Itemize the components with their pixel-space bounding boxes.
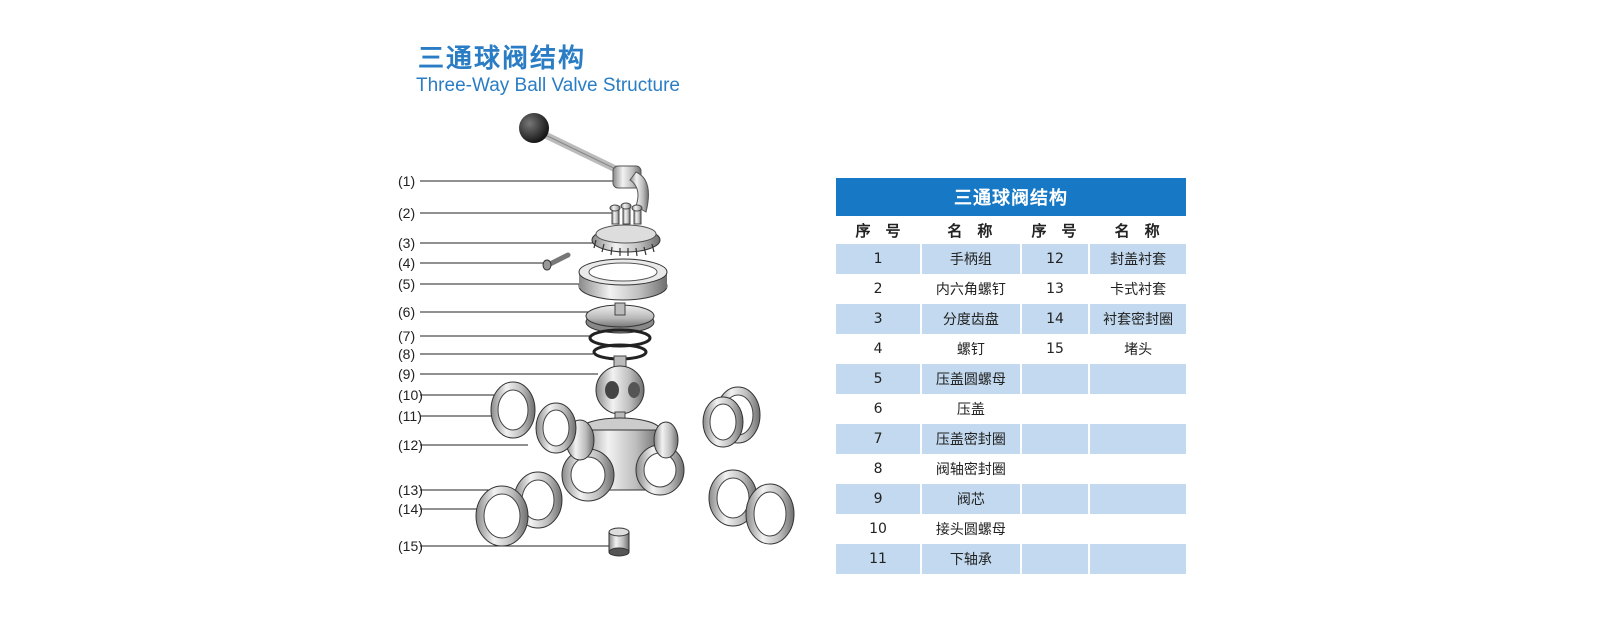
handle-assembly (519, 113, 649, 213)
table-cell: 11 (836, 544, 921, 574)
table-cell: 压盖密封圈 (920, 424, 1020, 454)
table-cell: 阀芯 (920, 484, 1020, 514)
callout-4: (4) (398, 255, 416, 271)
table-row: 1 手柄组 12 封盖衬套 (836, 244, 1186, 274)
table-cell: 阀轴密封圈 (920, 454, 1020, 484)
table-cell: 14 (1019, 304, 1089, 334)
page-title: 三通球阀结构 (418, 44, 587, 74)
table-cell (1019, 544, 1089, 574)
table-cell: 13 (1019, 274, 1089, 304)
table-cell: 9 (836, 484, 921, 514)
table-cell: 6 (873, 401, 883, 417)
table-row: 10 接头圆螺母 (836, 514, 1186, 544)
table-cell: 压盖 (920, 394, 1020, 424)
table-cell: 5 (836, 364, 921, 394)
table-cell: 接头圆螺母 (920, 514, 1020, 544)
table-cell: 封盖衬套 (1088, 244, 1186, 274)
callout-2: (2) (398, 205, 416, 221)
callout-9: (9) (398, 366, 416, 382)
table-cell (1019, 424, 1089, 454)
table-row: 2 内六角螺钉 13 卡式衬套 (836, 274, 1186, 304)
callout-10: (10) (398, 387, 423, 403)
table-row: 5 压盖圆螺母 (836, 364, 1186, 394)
table-cell: 衬套密封圈 (1088, 304, 1186, 334)
table-cell: 8 (873, 461, 883, 477)
table-cell (1088, 514, 1186, 544)
hex-screws (609, 202, 643, 225)
table-cell: 下轴承 (920, 544, 1020, 574)
table-cell: 15 (1019, 334, 1089, 364)
table-cell: 1 (836, 244, 921, 274)
table-cell: 卡式衬套 (1088, 274, 1186, 304)
column-header: 名 称 (1114, 221, 1160, 240)
callout-7: (7) (398, 328, 416, 344)
page-subtitle: Three-Way Ball Valve Structure (416, 75, 680, 96)
table-cell: 压盖圆螺母 (920, 364, 1020, 394)
right-lower-fittings (708, 469, 795, 545)
table-cell (1088, 484, 1186, 514)
callout-11: (11) (398, 408, 422, 424)
table-cell: 2 (873, 281, 883, 297)
callout-3: (3) (398, 235, 416, 251)
table-cell: 3 (836, 304, 921, 334)
right-upper-fitting (702, 386, 761, 448)
valve-core (595, 355, 645, 427)
end-plug (608, 527, 630, 557)
table-cell (1019, 394, 1089, 424)
gland-round-nut (578, 258, 668, 301)
table-cell (1019, 454, 1089, 484)
table-cell (1088, 364, 1186, 394)
table-cell (1088, 394, 1186, 424)
table-row: 6 压盖 (836, 394, 1186, 424)
table-row: 3 分度齿盘 14 衬套密封圈 (836, 304, 1186, 334)
table-cell (1019, 364, 1089, 394)
callout-6: (6) (398, 304, 416, 320)
table-cell: 10 (869, 521, 887, 537)
callout-12: (12) (398, 437, 423, 453)
table-title: 三通球阀结构 (836, 178, 1186, 216)
table-cell: 7 (836, 424, 921, 454)
column-header: 名 称 (947, 221, 993, 240)
table-cell: 手柄组 (920, 244, 1020, 274)
table-cell (1019, 514, 1089, 544)
table-cell (1088, 424, 1186, 454)
gland (585, 302, 655, 334)
index-gear-disc (591, 224, 661, 257)
screw (542, 252, 571, 271)
table-cell: 4 (873, 341, 883, 357)
table-column-headers: 序 号 名 称 序 号 名 称 (836, 216, 1186, 244)
callout-1: (1) (398, 173, 416, 189)
callout-5: (5) (398, 276, 416, 292)
table-row: 4 螺钉 15 堵头 (836, 334, 1186, 364)
table-cell: 内六角螺钉 (920, 274, 1020, 304)
exploded-valve-diagram: (1) (2) (3) (4) (5) (6) (7) (8) (9) (10)… (398, 100, 808, 590)
table-cell: 12 (1019, 244, 1089, 274)
table-row: 11 下轴承 (836, 544, 1186, 574)
valve-illustration (420, 113, 795, 557)
valve-body (561, 417, 685, 502)
table-cell (1088, 544, 1186, 574)
column-header: 序 号 (855, 221, 901, 240)
callout-13: (13) (398, 482, 423, 498)
table-title-row: 三通球阀结构 (836, 178, 1186, 216)
callout-8: (8) (398, 346, 416, 362)
table-row: 8 阀轴密封圈 (836, 454, 1186, 484)
callout-15: (15) (398, 538, 423, 554)
table-cell (1019, 484, 1089, 514)
left-lower-fittings (475, 471, 563, 547)
parts-table: 三通球阀结构 序 号 名 称 序 号 名 称 1 手柄组 12 封盖衬套 2 内… (836, 178, 1186, 574)
callout-14: (14) (398, 501, 423, 517)
table-cell (1088, 454, 1186, 484)
table-row: 9 阀芯 (836, 484, 1186, 514)
table-cell: 分度齿盘 (920, 304, 1020, 334)
column-header: 序 号 (1031, 221, 1077, 240)
left-upper-fittings (490, 381, 577, 454)
table-cell: 螺钉 (920, 334, 1020, 364)
table-row: 7 压盖密封圈 (836, 424, 1186, 454)
table-cell: 堵头 (1088, 334, 1186, 364)
